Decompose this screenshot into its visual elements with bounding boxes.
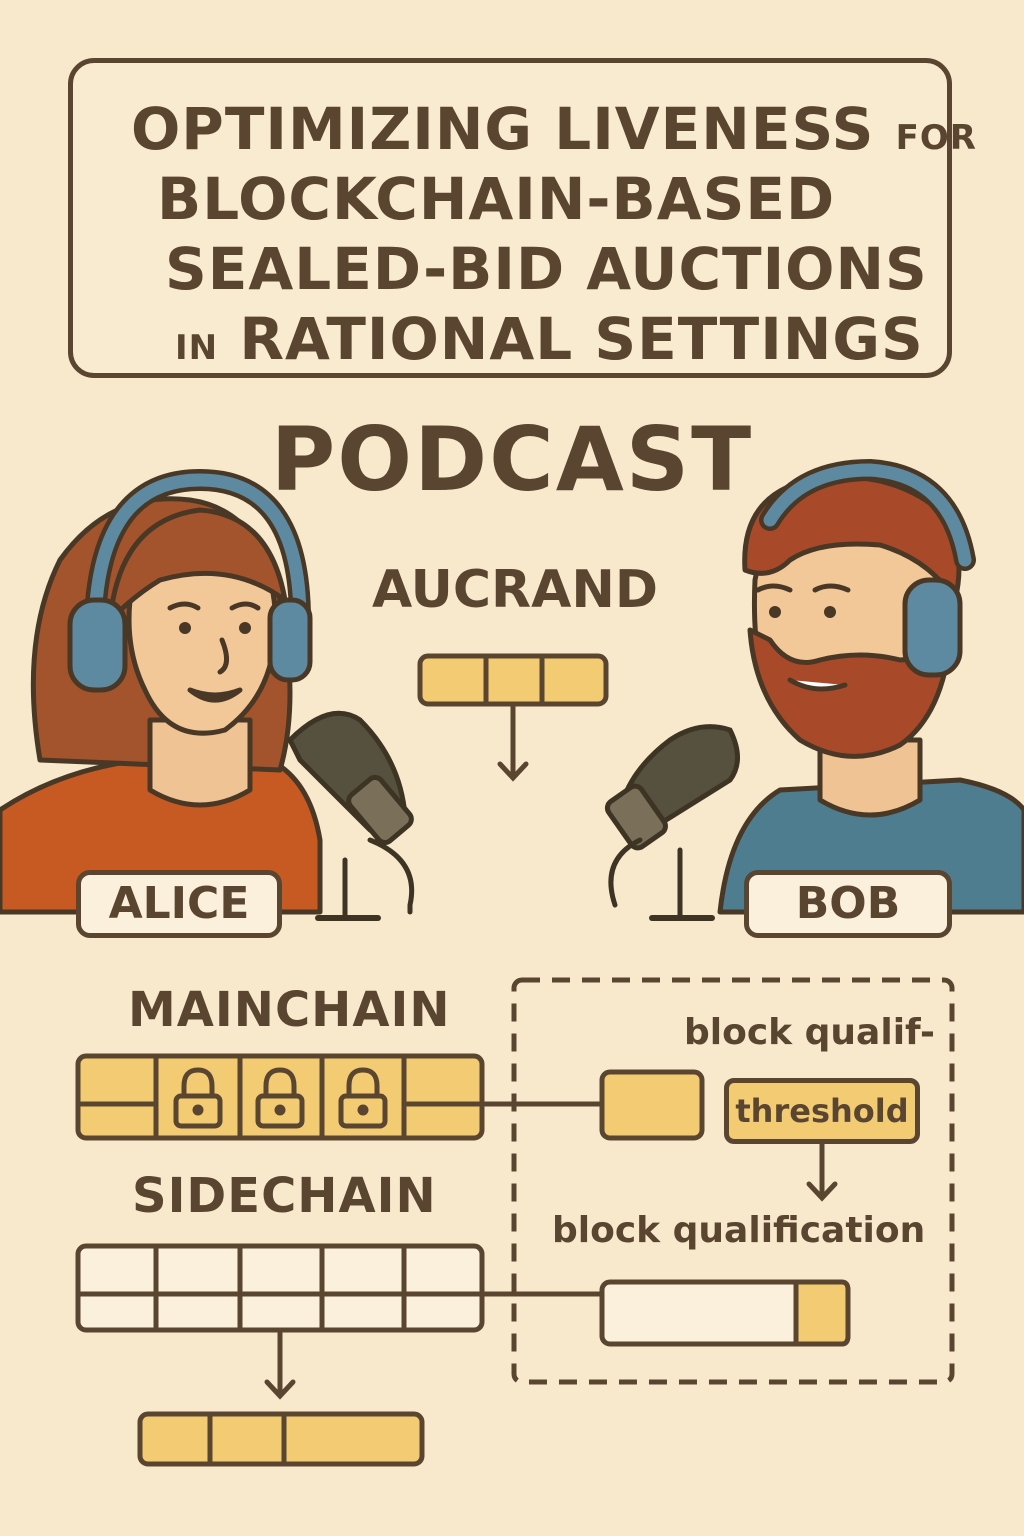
title-line-2: BLOCKCHAIN-BASED [157,165,836,233]
podcast-heading: PODCAST [270,408,754,511]
aucrand-label: AUCRAND [372,560,658,620]
title-text-4: RATIONAL SETTINGS [239,305,924,373]
aucrand-arrow [497,701,529,782]
bob-microphone [604,724,740,921]
bob-figure [717,459,1024,915]
host-name-bob: BOB [744,870,952,938]
alice-figure [0,469,323,915]
lock-icon [255,1067,305,1129]
sidechain-label: SIDECHAIN [132,1168,437,1224]
qualification-box [511,977,955,1385]
qualified-block [599,1279,851,1347]
lock-icon [338,1067,388,1129]
threshold-badge: threshold [724,1078,920,1144]
title-box: OPTIMIZING LIVENESS FOR BLOCKCHAIN-BASED… [68,58,976,378]
aucrand-chain [417,653,609,707]
sidechain-blocks [75,1243,485,1333]
alice-microphone [286,710,415,921]
title-small-for: FOR [895,118,977,158]
qualif-block [599,1069,705,1141]
title-line-4: IN RATIONAL SETTINGS [73,305,1024,373]
lock-icon [173,1067,223,1129]
block-qualif-label: block qualif- [684,1012,935,1053]
title-line-1: OPTIMIZING LIVENESS FOR [73,95,1005,163]
threshold-arrow [806,1141,838,1202]
block-qualification-label: block qualification [552,1210,926,1251]
output-chain [137,1411,425,1467]
sidechain-arrow [264,1327,296,1400]
title-text-1: OPTIMIZING LIVENESS [131,95,875,163]
host-name-alice: ALICE [76,870,282,938]
title-small-in: IN [175,328,219,368]
title-line-3: SEALED-BID AUCTIONS [165,235,928,303]
mainchain-label: MAINCHAIN [128,982,451,1038]
